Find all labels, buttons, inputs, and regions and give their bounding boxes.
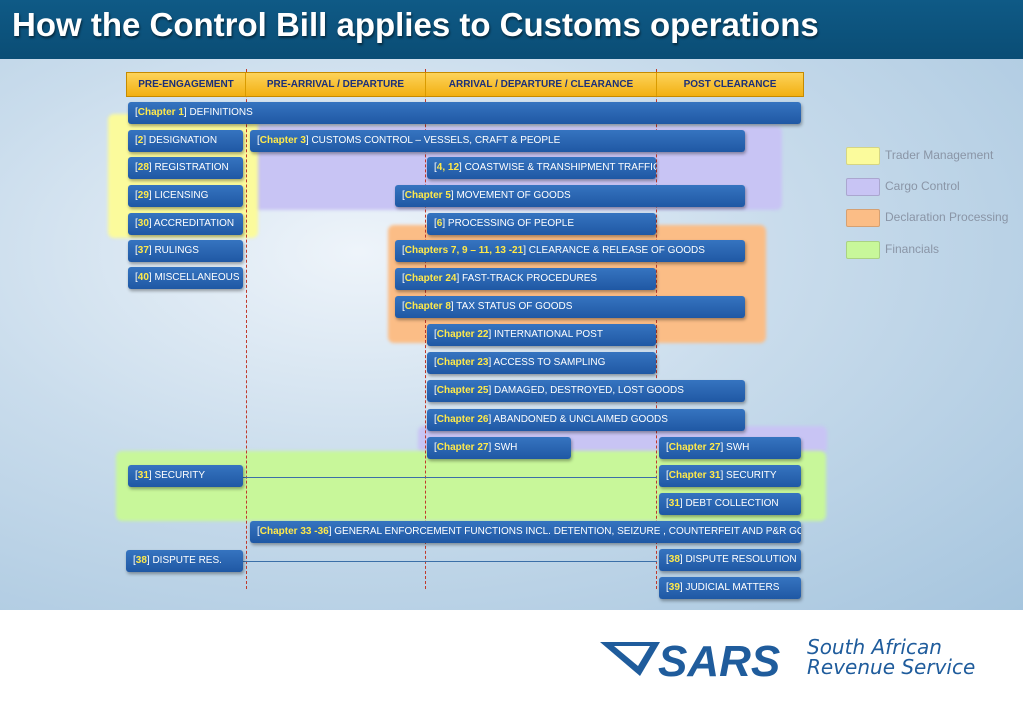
- box-abandoned-goods: [Chapter 26] ABANDONED & UNCLAIMED GOODS: [427, 409, 745, 431]
- phase-header-pre-engagement: PRE-ENGAGEMENT: [127, 73, 246, 96]
- box-accreditation: [30] ACCREDITATION: [128, 213, 243, 235]
- box-general-enforcement: [Chapter 33 -36] GENERAL ENFORCEMENT FUN…: [250, 521, 801, 543]
- legend-label: Trader Management: [885, 148, 994, 162]
- phase-header-post-clearance: POST CLEARANCE: [683, 79, 777, 90]
- box-movement-of-goods: [Chapter 5] MOVEMENT OF GOODS: [395, 185, 745, 207]
- sars-logo: SARS South African Revenue Service: [600, 628, 1000, 688]
- box-swh-right: [Chapter 27] SWH: [659, 437, 801, 459]
- legend-label: Declaration Processing: [885, 210, 1009, 224]
- legend-label: Cargo Control: [885, 179, 960, 193]
- title-bar: How the Control Bill applies to Customs …: [0, 0, 1023, 59]
- legend-swatch-declaration-processing: [846, 209, 880, 227]
- page-title: How the Control Bill applies to Customs …: [12, 6, 819, 43]
- box-registration: [28] REGISTRATION: [128, 157, 243, 179]
- box-coastwise-transhipment: [4, 12] COASTWISE & TRANSHIPMENT TRAFFIC: [427, 157, 656, 179]
- connector-line-dispute: [243, 561, 657, 562]
- column-divider: [425, 69, 426, 589]
- svg-text:SARS: SARS: [658, 637, 780, 682]
- box-designation: [2] DESIGNATION: [128, 130, 243, 152]
- box-definitions: [Chapter 1] DEFINITIONS: [128, 102, 801, 124]
- box-damaged-goods: [Chapter 25] DAMAGED, DESTROYED, LOST GO…: [427, 380, 745, 402]
- legend-swatch-financials: [846, 241, 880, 259]
- legend-swatch-trader-management: [846, 147, 880, 165]
- box-international-post: [Chapter 22] INTERNATIONAL POST: [427, 324, 656, 346]
- box-rulings: [37] RULINGS: [128, 240, 243, 262]
- box-processing-of-people: [6] PROCESSING OF PEOPLE: [427, 213, 656, 235]
- box-miscellaneous: [40] MISCELLANEOUS: [128, 267, 243, 289]
- box-swh-left: [Chapter 27] SWH: [427, 437, 571, 459]
- legend-label: Financials: [885, 242, 940, 256]
- logo-text-line1: South African: [807, 635, 942, 659]
- box-debt-collection: [31] DEBT COLLECTION: [659, 493, 801, 515]
- phase-header-row: PRE-ENGAGEMENT PRE-ARRIVAL / DEPARTURE A…: [126, 72, 804, 97]
- diagram-canvas: PRE-ENGAGEMENT PRE-ARRIVAL / DEPARTURE A…: [0, 59, 1023, 610]
- column-divider: [246, 69, 247, 589]
- box-clearance-release: [Chapters 7, 9 – 11, 13 -21] CLEARANCE &…: [395, 240, 745, 262]
- legend-swatch-cargo-control: [846, 178, 880, 196]
- box-dispute-res-left: [38] DISPUTE RES.: [126, 550, 243, 572]
- box-licensing: [29] LICENSING: [128, 185, 243, 207]
- logo-text-line2: Revenue Service: [807, 655, 976, 679]
- phase-header-pre-arrival: PRE-ARRIVAL / DEPARTURE: [246, 73, 426, 96]
- sars-logo-mark: SARS: [600, 637, 780, 682]
- box-access-to-sampling: [Chapter 23] ACCESS TO SAMPLING: [427, 352, 656, 374]
- box-judicial-matters: [39] JUDICIAL MATTERS: [659, 577, 801, 599]
- box-dispute-resolution-right: [38] DISPUTE RESOLUTION: [659, 549, 801, 571]
- box-security-left: [31] SECURITY: [128, 465, 243, 487]
- column-divider: [656, 69, 657, 589]
- box-customs-control: [Chapter 3] CUSTOMS CONTROL – VESSELS, C…: [250, 130, 745, 152]
- box-security-right: [Chapter 31] SECURITY: [659, 465, 801, 487]
- connector-line-security: [243, 477, 657, 478]
- box-tax-status: [Chapter 8] TAX STATUS OF GOODS: [395, 296, 745, 318]
- phase-header-clearance: ARRIVAL / DEPARTURE / CLEARANCE: [426, 73, 657, 96]
- box-fast-track: [Chapter 24] FAST-TRACK PROCEDURES: [395, 268, 656, 290]
